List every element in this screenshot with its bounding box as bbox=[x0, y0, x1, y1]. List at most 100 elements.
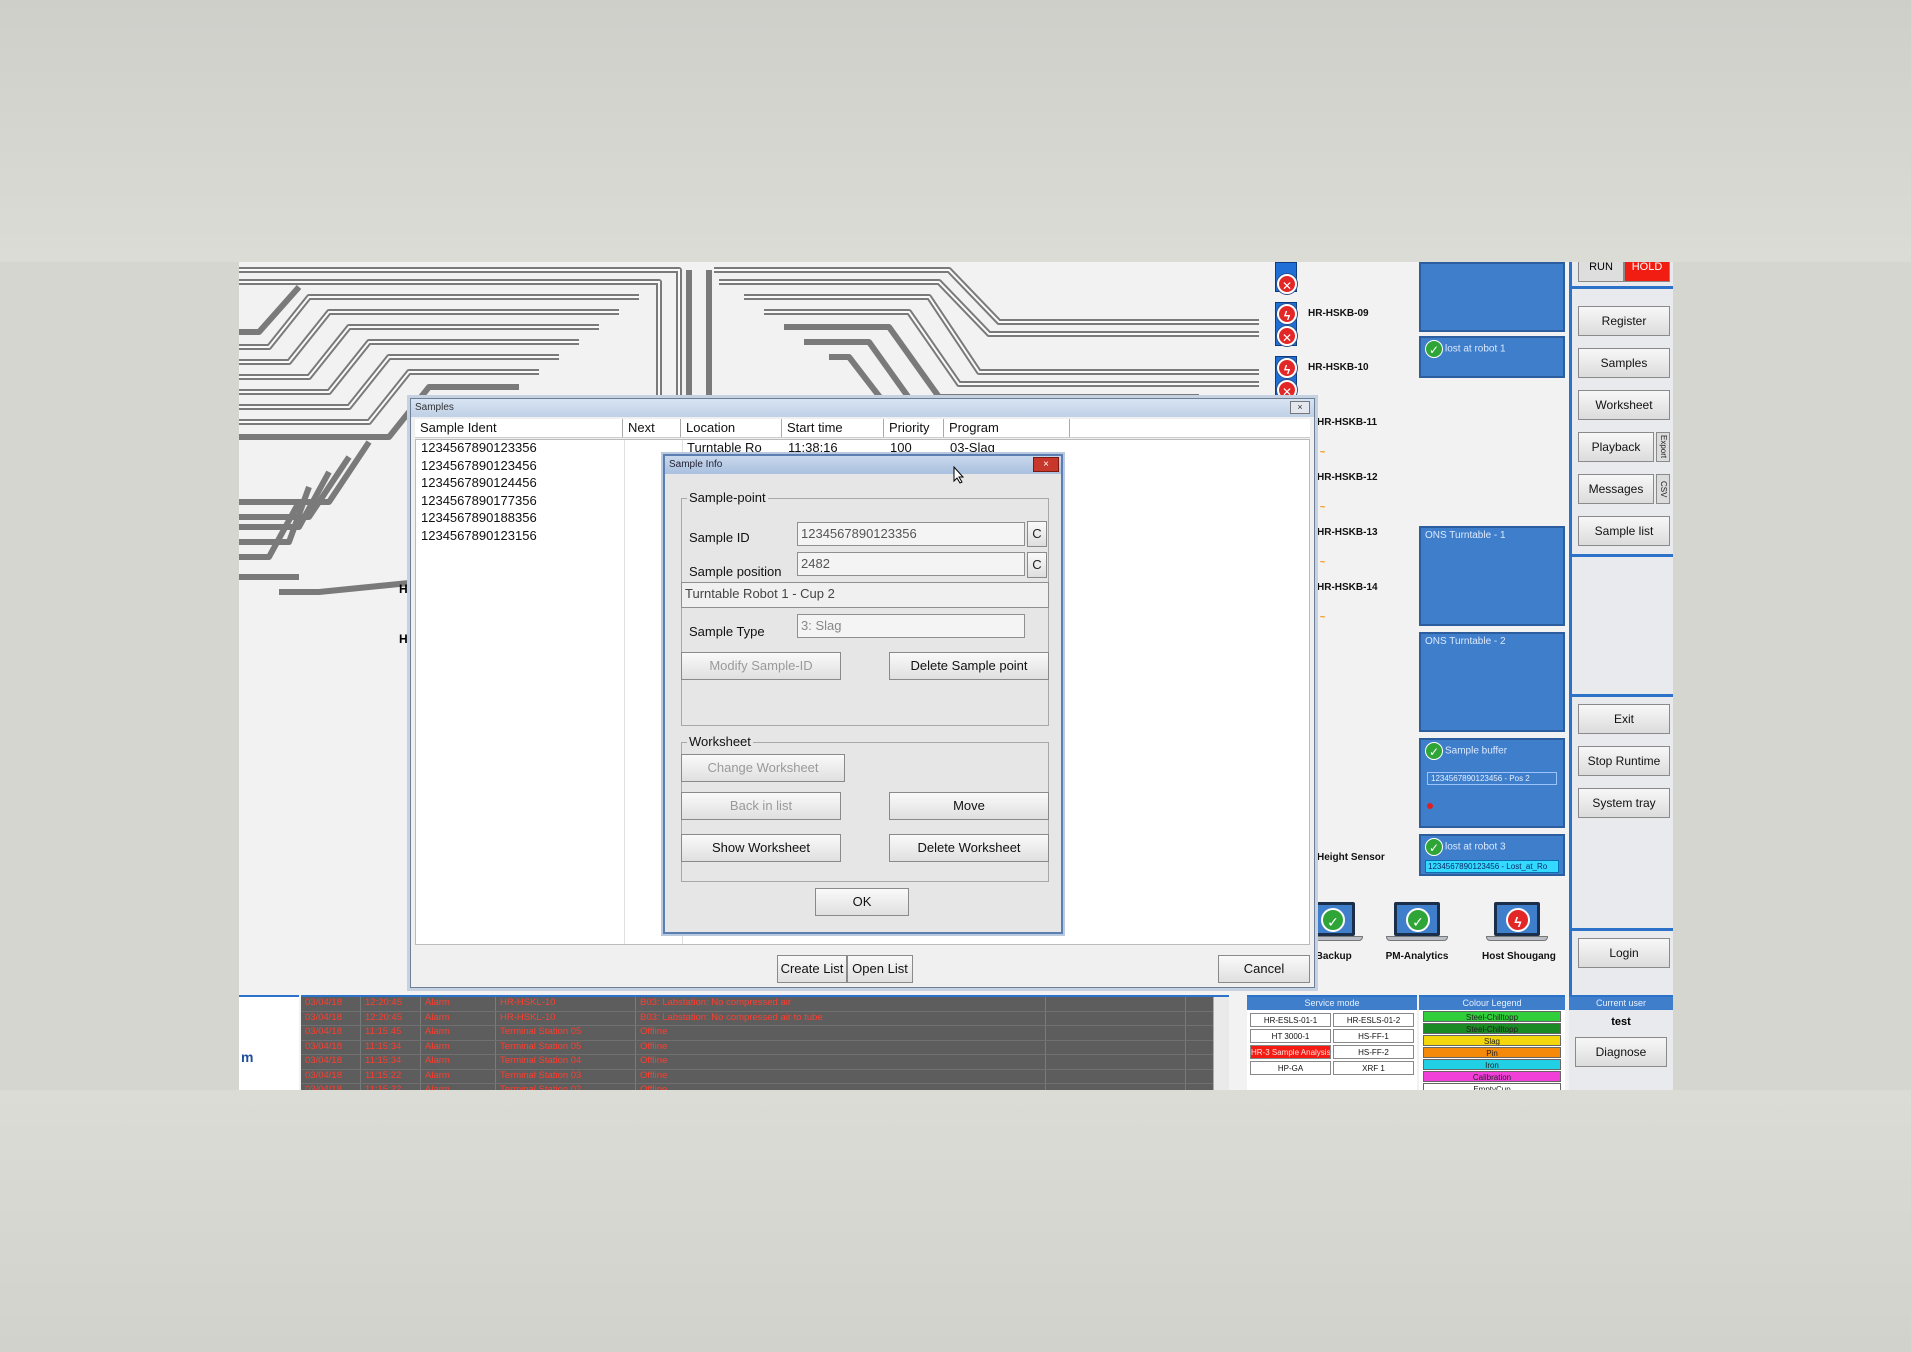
col-location[interactable]: Location bbox=[681, 419, 782, 437]
log-cell: Terminal Station 03 bbox=[496, 1069, 636, 1083]
show-worksheet-button[interactable]: Show Worksheet bbox=[681, 834, 841, 862]
system-tray-button[interactable]: System tray bbox=[1578, 788, 1670, 818]
samples-window-titlebar[interactable]: Samples × bbox=[411, 399, 1314, 417]
log-cell: 12:20:45 bbox=[361, 1011, 421, 1025]
delete-worksheet-button[interactable]: Delete Worksheet bbox=[889, 834, 1049, 862]
samples-button[interactable]: Samples bbox=[1578, 348, 1670, 378]
register-button[interactable]: Register bbox=[1578, 306, 1670, 336]
service-mode-cell[interactable]: HS-FF-1 bbox=[1333, 1029, 1414, 1043]
sample-position-field[interactable]: 2482 bbox=[797, 552, 1025, 576]
panel-lost-robot1[interactable]: ✓lost at robot 1 bbox=[1419, 336, 1565, 378]
host-pm-analytics[interactable]: ✓ PM-Analytics bbox=[1382, 902, 1452, 962]
station-label: HR-HSKB-10 bbox=[1308, 362, 1369, 373]
service-mode-cell[interactable]: HP-GA bbox=[1250, 1061, 1331, 1075]
close-icon[interactable]: × bbox=[1290, 401, 1310, 414]
exit-button[interactable]: Exit bbox=[1578, 704, 1670, 734]
col-priority[interactable]: Priority bbox=[884, 419, 944, 437]
run-button[interactable]: RUN bbox=[1578, 262, 1624, 282]
back-in-list-button[interactable]: Back in list bbox=[681, 792, 841, 820]
log-cell: B03: Labstation: No compressed air to tu… bbox=[636, 1011, 1046, 1025]
sample-id-field[interactable]: 1234567890123356 bbox=[797, 522, 1025, 546]
worksheet-button[interactable]: Worksheet bbox=[1578, 390, 1670, 420]
service-mode-cell[interactable]: XRF 1 bbox=[1333, 1061, 1414, 1075]
station-cross-icon[interactable]: ✕ bbox=[1277, 274, 1297, 294]
host-backup[interactable]: ✓ -Backup bbox=[1297, 902, 1367, 962]
diagnose-button[interactable]: Diagnose bbox=[1575, 1037, 1667, 1067]
close-icon[interactable]: × bbox=[1033, 457, 1059, 472]
panel-ons-turntable-2[interactable]: ONS Turntable - 2 bbox=[1419, 632, 1565, 732]
log-cell: 03/04/18 bbox=[301, 1084, 361, 1090]
log-scrollbar[interactable] bbox=[1213, 997, 1229, 1090]
sample-list-button[interactable]: Sample list bbox=[1578, 516, 1670, 546]
sample-row[interactable]: 1234567890188356 bbox=[416, 510, 1309, 528]
open-list-button[interactable]: Open List bbox=[847, 955, 913, 983]
messages-button[interactable]: Messages bbox=[1578, 474, 1654, 504]
hold-button[interactable]: HOLD bbox=[1624, 262, 1670, 282]
modify-sample-id-button[interactable]: Modify Sample-ID bbox=[681, 652, 841, 680]
station-lightning-icon[interactable]: ϟ bbox=[1277, 304, 1297, 324]
move-button[interactable]: Move bbox=[889, 792, 1049, 820]
log-cell: Offline bbox=[636, 1026, 1046, 1040]
sample-row[interactable]: 1234567890123156 bbox=[416, 528, 1309, 546]
csv-button[interactable]: CSV bbox=[1656, 474, 1670, 504]
service-mode-cell[interactable]: HS-FF-2 bbox=[1333, 1045, 1414, 1059]
log-cell: 03/04/18 bbox=[301, 1026, 361, 1040]
panel-sample-buffer[interactable]: ✓Sample buffer 1234567890123456 - Pos 2 bbox=[1419, 738, 1565, 828]
stop-runtime-button[interactable]: Stop Runtime bbox=[1578, 746, 1670, 776]
run-hold-toggle[interactable]: RUN HOLD bbox=[1578, 262, 1670, 282]
cancel-button[interactable]: Cancel bbox=[1218, 955, 1310, 983]
ok-button[interactable]: OK bbox=[815, 888, 909, 916]
col-program[interactable]: Program bbox=[944, 419, 1070, 437]
log-cell: Terminal Station 05 bbox=[496, 1040, 636, 1054]
service-mode-cell[interactable]: HR-ESLS-01-2 bbox=[1333, 1013, 1414, 1027]
service-mode-cell[interactable]: HR-3 Sample Analysis bbox=[1250, 1045, 1331, 1059]
sample-info-titlebar[interactable]: Sample Info × bbox=[665, 456, 1061, 474]
service-mode-cell[interactable]: HR-ESLS-01-1 bbox=[1250, 1013, 1331, 1027]
log-cell: Offline bbox=[636, 1084, 1046, 1090]
station-cross-icon[interactable]: ✕ bbox=[1277, 380, 1297, 400]
sample-id-c-button[interactable]: C bbox=[1027, 521, 1047, 547]
laptop-icon: ✓ bbox=[1309, 902, 1355, 936]
legend-item: Pin bbox=[1423, 1047, 1561, 1058]
legend-item: Steel-Chilltopp bbox=[1423, 1011, 1561, 1022]
log-cell bbox=[1046, 1026, 1186, 1040]
panel-ons-turntable-1[interactable]: ONS Turntable - 1 bbox=[1419, 526, 1565, 626]
panel-label: ONS Turntable - 2 bbox=[1425, 636, 1506, 647]
host-shougang[interactable]: ϟ Host Shougang bbox=[1482, 902, 1556, 962]
playback-button[interactable]: Playback bbox=[1578, 432, 1654, 462]
col-sample-ident[interactable]: Sample Ident bbox=[415, 419, 623, 437]
sample-row[interactable]: 1234567890124456 bbox=[416, 475, 1309, 493]
col-start-time[interactable]: Start time bbox=[782, 419, 884, 437]
sample-program-cell: 03-Slag bbox=[950, 440, 995, 455]
create-list-button[interactable]: Create List bbox=[777, 955, 847, 983]
station-cross-icon[interactable]: ✕ bbox=[1277, 326, 1297, 346]
station-indicator: ~ bbox=[1320, 502, 1326, 512]
panel-lost-robot3[interactable]: ✓lost at robot 3 1234567890123456 - Lost… bbox=[1419, 834, 1565, 876]
delete-sample-point-button[interactable]: Delete Sample point bbox=[889, 652, 1049, 680]
col-next[interactable]: Next bbox=[623, 419, 681, 437]
sample-row[interactable]: 1234567890177356 bbox=[416, 493, 1309, 511]
sample-row[interactable]: 1234567890123456 bbox=[416, 458, 1309, 476]
panel-letter: m bbox=[241, 1049, 254, 1065]
line-label-h2: H bbox=[399, 632, 408, 646]
worksheet-title: Worksheet bbox=[687, 734, 753, 749]
service-mode-title: Service mode bbox=[1247, 997, 1417, 1010]
location-text: Turntable Robot 1 - Cup 2 bbox=[681, 582, 1049, 608]
sample-position-c-button[interactable]: C bbox=[1027, 552, 1047, 578]
laptop-label: -Backup bbox=[1312, 951, 1352, 962]
export-button[interactable]: Export bbox=[1656, 432, 1670, 462]
login-button[interactable]: Login bbox=[1578, 938, 1670, 968]
station-lightning-icon[interactable]: ϟ bbox=[1277, 358, 1297, 378]
change-worksheet-button[interactable]: Change Worksheet bbox=[681, 754, 845, 782]
service-mode-cell[interactable]: HT 3000-1 bbox=[1250, 1029, 1331, 1043]
